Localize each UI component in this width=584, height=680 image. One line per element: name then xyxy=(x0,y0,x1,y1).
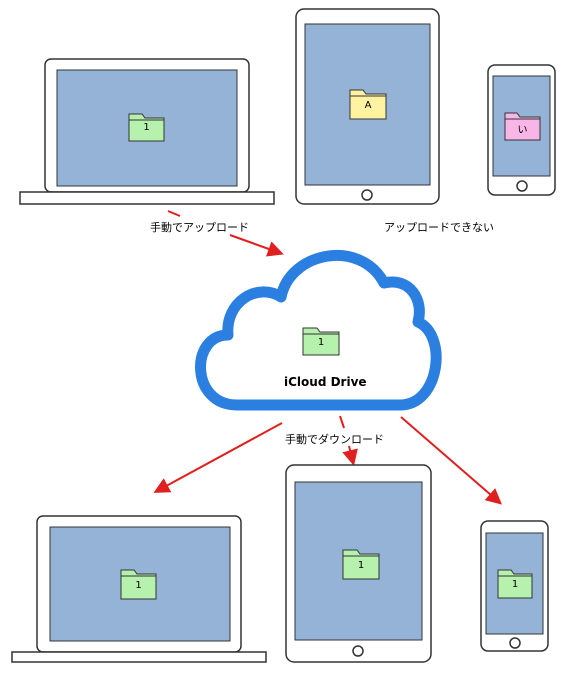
folder-label: 1 xyxy=(511,579,519,590)
arrow-download-center xyxy=(339,415,358,466)
folder-label: 1 xyxy=(135,580,142,591)
download-manual-label: 手動でダウンロード xyxy=(285,433,384,446)
folder-label: い xyxy=(517,125,528,136)
folder-icon xyxy=(302,327,340,356)
folder-icon xyxy=(497,569,533,599)
folder-icon xyxy=(342,549,380,580)
folder-label: 1 xyxy=(357,560,365,571)
folder-label: A xyxy=(364,100,372,111)
cloud-name-label: iCloud Drive xyxy=(284,375,367,389)
arrow-download-right xyxy=(400,416,503,505)
folder-icon xyxy=(349,89,387,120)
folder-icon xyxy=(120,569,157,600)
upload-unable-label: アップロードできない xyxy=(384,221,494,234)
folder-icon xyxy=(128,113,165,142)
folder-label: 1 xyxy=(317,337,325,348)
arrow-upload xyxy=(167,210,284,257)
arrow-download-left xyxy=(153,422,283,493)
folder-icon xyxy=(504,112,541,141)
upload-manual-label: 手動でアップロード xyxy=(150,221,249,234)
folder-label: 1 xyxy=(143,122,150,133)
